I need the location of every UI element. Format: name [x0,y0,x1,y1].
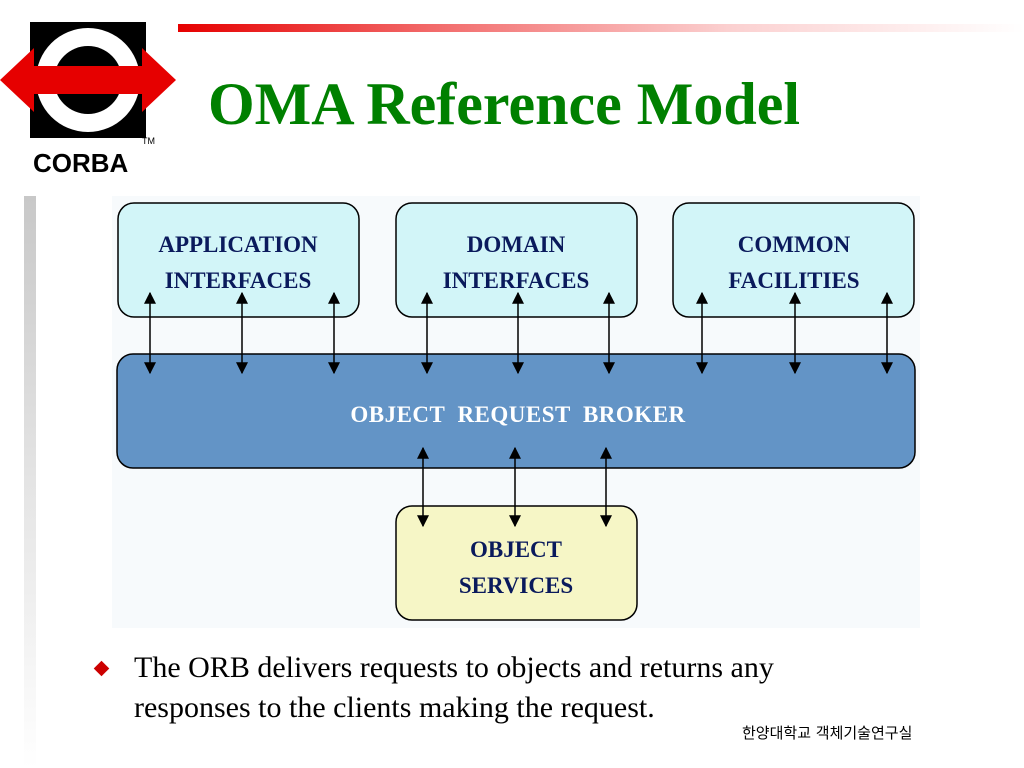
oma-diagram: APPLICATION INTERFACES DOMAIN INTERFACES… [112,196,920,628]
object-services-line1: OBJECT [470,537,562,562]
connector-arrows [144,291,893,528]
logo-arrow [0,48,176,112]
common-facilities-line1: COMMON [738,232,851,257]
application-interfaces-box: APPLICATION INTERFACES [117,202,360,318]
domain-interfaces-line2: INTERFACES [443,268,590,293]
application-interfaces-line2: INTERFACES [165,268,312,293]
left-accent-bar [24,196,36,768]
title-accent-bar [178,24,1024,32]
logo-text: CORBA [33,148,129,178]
footer-lab-name: 한양대학교 객체기술연구실 [742,724,913,742]
domain-interfaces-line1: DOMAIN [467,232,566,257]
logo-tm: TM [142,136,155,146]
page-title: OMA Reference Model [208,71,801,137]
orb-label: OBJECT REQUEST BROKER [350,402,685,427]
object-services-line2: SERVICES [459,573,573,598]
object-services-box: OBJECT SERVICES [395,505,638,621]
corba-logo: CORBA TM [0,22,176,178]
common-facilities-box: COMMON FACILITIES [672,202,915,318]
domain-interfaces-box: DOMAIN INTERFACES [395,202,638,318]
diamond-bullet-icon [93,660,110,677]
bullet-text: The ORB delivers requests to objects and… [134,651,774,724]
common-facilities-line2: FACILITIES [728,268,859,293]
application-interfaces-line1: APPLICATION [158,232,318,257]
